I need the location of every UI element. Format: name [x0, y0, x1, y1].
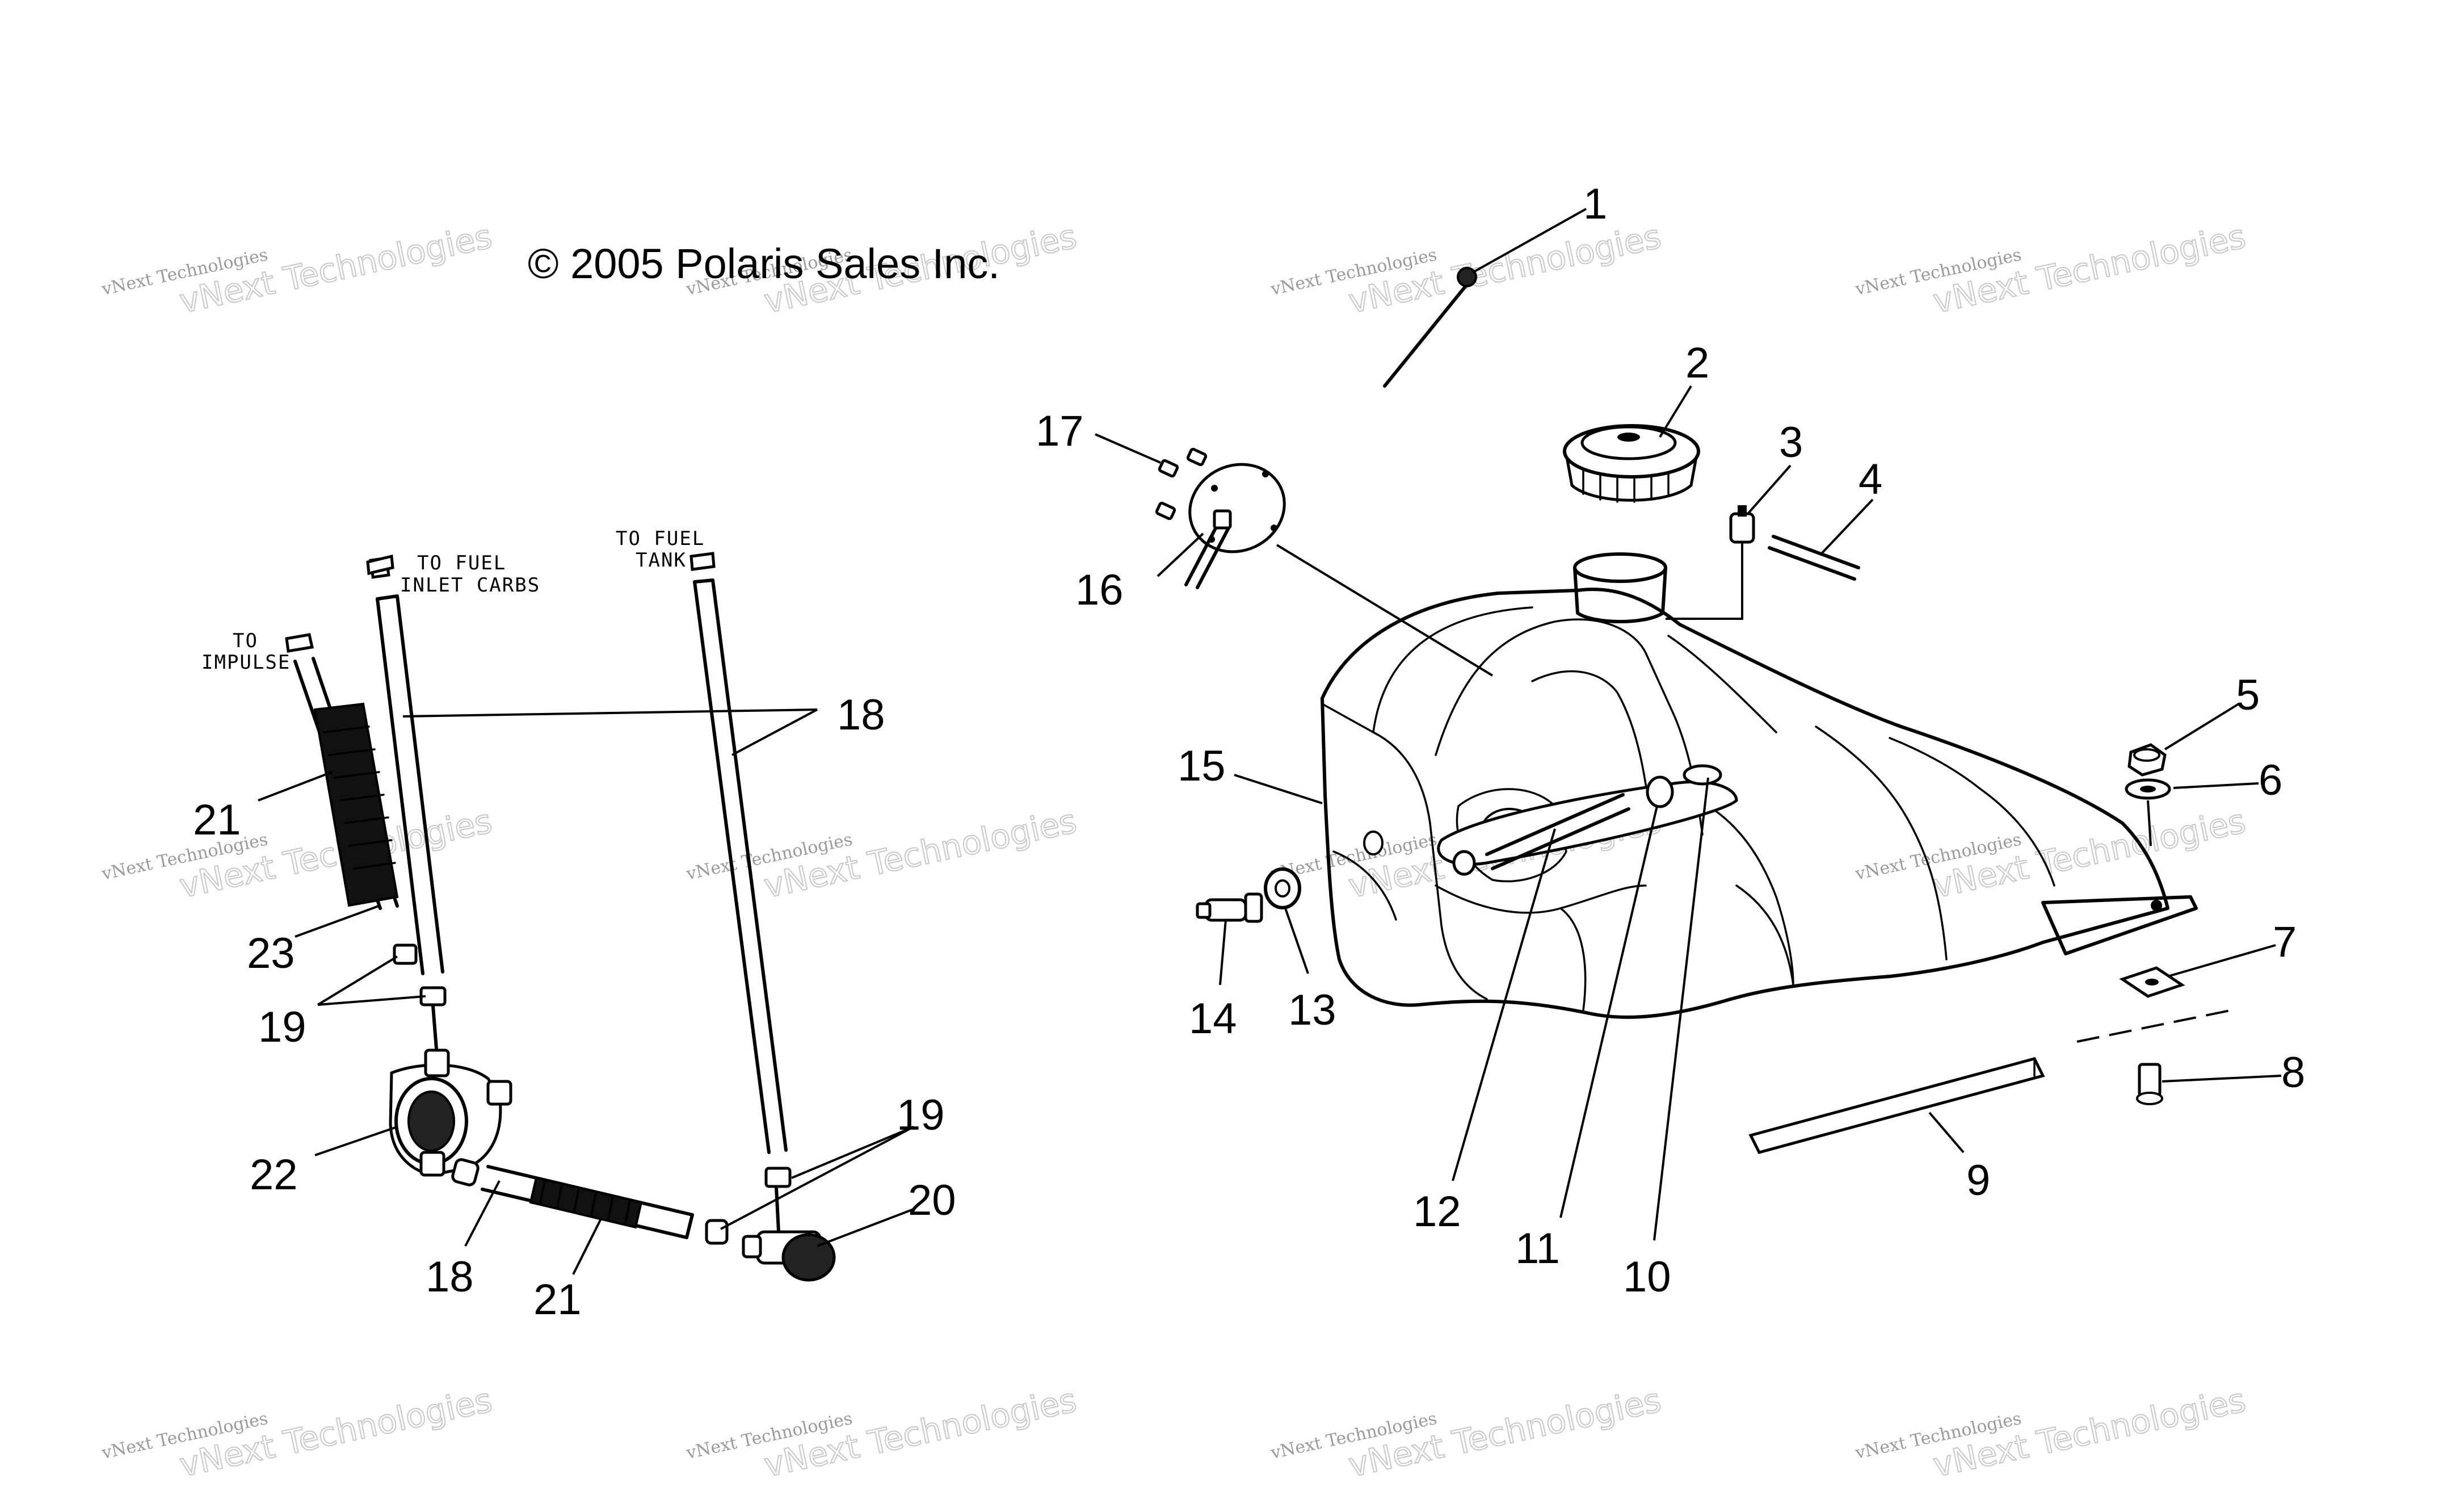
watermarks: vNext Technologies vNext Technologies vN…	[99, 216, 2249, 1485]
callout-18-lower: 18	[426, 1253, 474, 1301]
callout-12: 12	[1413, 1188, 1461, 1236]
callout-14: 14	[1189, 995, 1237, 1043]
callout-20: 20	[908, 1176, 956, 1224]
fuel-valve	[742, 1186, 836, 1282]
callout-19-upper: 19	[258, 1003, 306, 1051]
callout-11: 11	[1515, 1224, 1560, 1273]
callout-7: 7	[2273, 918, 2297, 966]
copyright-notice: © 2005 Polaris Sales Inc.	[528, 240, 1000, 287]
callout-6: 6	[2259, 756, 2282, 804]
callout-21-lower: 21	[533, 1276, 582, 1324]
spring-guard	[313, 702, 399, 907]
callout-10: 10	[1623, 1253, 1671, 1301]
note-to-impulse: TO	[233, 630, 258, 652]
note-to-fuel-tank: TO FUEL	[616, 527, 705, 550]
vent-connection	[1666, 542, 1743, 620]
callout-19-lower: 19	[897, 1091, 945, 1139]
fuel-pump	[389, 1048, 512, 1177]
part-16-sender-plate	[1184, 463, 1494, 677]
filler-neck	[1573, 552, 1667, 623]
part-1-vent-tube	[1383, 267, 1477, 388]
part-17-screws	[1155, 447, 1208, 521]
part-13-grommet	[1264, 867, 1301, 909]
callout-21-upper: 21	[193, 796, 241, 844]
lower-hose	[451, 1158, 694, 1239]
note-to-fuel-tank: TANK	[636, 549, 687, 572]
fuel-tank	[1321, 588, 2198, 1019]
note-to-impulse: IMPULSE	[201, 651, 291, 674]
part-3-vent-fitting	[1729, 505, 1755, 544]
left-assembly	[285, 552, 836, 1282]
callout-2: 2	[1685, 339, 1709, 387]
note-to-fuel-inlet-carbs: TO FUEL	[417, 552, 506, 574]
callout-4: 4	[1858, 455, 1882, 504]
callout-labels: 1 2 3 4 5 6 7 8 9 10 11 12 13 14 15 16 1…	[193, 180, 2305, 1324]
clamps-upper	[393, 943, 447, 1058]
part-8-bolt	[2136, 1063, 2163, 1105]
callout-8: 8	[2281, 1048, 2305, 1097]
part-7-pad	[2119, 966, 2185, 998]
part-4-vent-line	[1768, 535, 1860, 581]
hose-to-tank	[689, 552, 788, 1154]
callout-9: 9	[1966, 1156, 1990, 1205]
callout-22: 22	[250, 1151, 298, 1199]
right-leader-lines	[1095, 208, 2282, 1241]
callout-15: 15	[1178, 742, 1226, 790]
internal-hose	[1437, 764, 1738, 876]
hose-to-impulse	[285, 633, 399, 910]
callout-13: 13	[1288, 986, 1336, 1034]
callout-17: 17	[1036, 407, 1084, 455]
part-2-fuel-cap	[1563, 424, 1700, 503]
left-leader-lines	[258, 708, 914, 1275]
callout-18-upper: 18	[837, 691, 885, 739]
callout-3: 3	[1779, 418, 1803, 467]
callout-5: 5	[2236, 671, 2260, 719]
part-9-foam-strip	[1748, 1057, 2045, 1154]
lower-spring-guard	[529, 1176, 643, 1229]
hose-to-carbs	[366, 554, 444, 975]
callout-1: 1	[1583, 180, 1607, 228]
part-6-washer	[2125, 778, 2171, 846]
part-14-fitting	[1196, 892, 1263, 923]
fuel-tank-assembly	[1155, 267, 2231, 1154]
part-5-nut	[2127, 743, 2167, 777]
callout-16: 16	[1075, 566, 1124, 614]
callout-23: 23	[247, 929, 295, 978]
note-to-fuel-inlet-carbs: INLET CARBS	[400, 574, 540, 597]
clamps-lower	[705, 1167, 792, 1245]
mounting-axis	[2076, 1009, 2231, 1043]
